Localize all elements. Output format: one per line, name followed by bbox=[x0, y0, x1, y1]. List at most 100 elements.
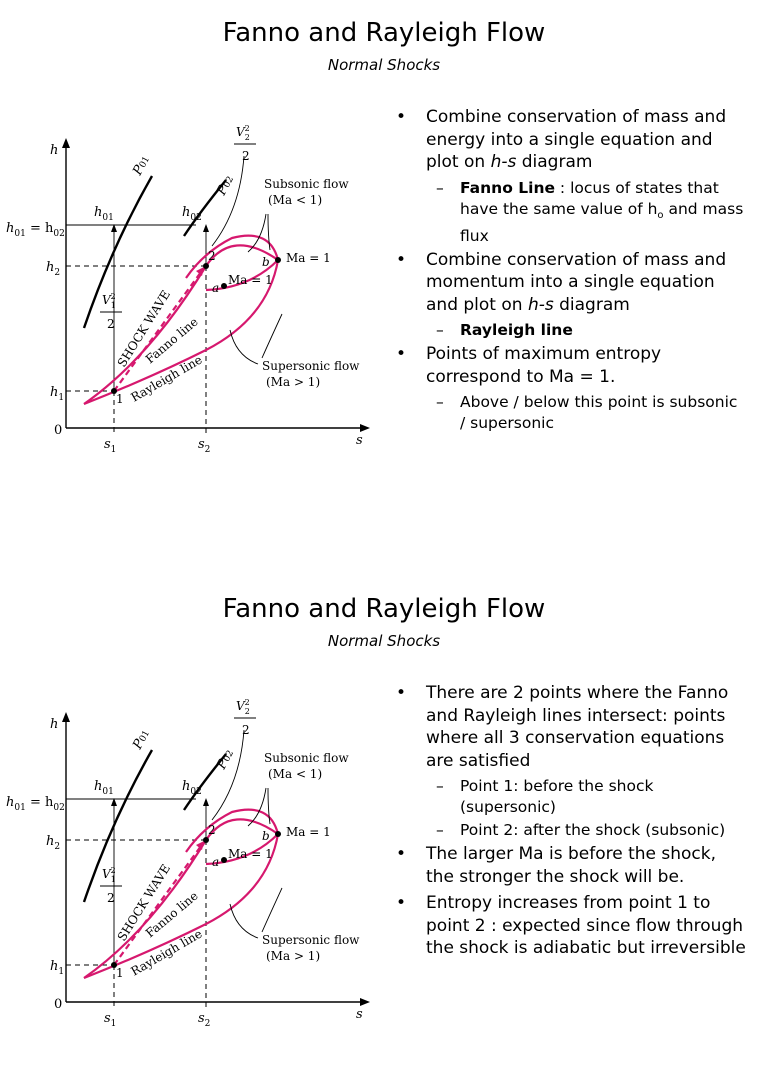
point-1-label: 1 bbox=[116, 392, 124, 406]
point-a-label: a bbox=[212, 281, 219, 295]
subsonic-flow-label: Subsonic flow bbox=[264, 751, 349, 765]
rayleigh-line-label: Rayleigh line bbox=[129, 353, 205, 405]
h1-label: h1 bbox=[50, 959, 64, 977]
ma1-label-a: Ma = 1 bbox=[228, 847, 273, 861]
slide-title: Fanno and Rayleigh Flow bbox=[222, 594, 546, 624]
s2-label: s2 bbox=[198, 1011, 210, 1029]
supersonic-flow-label: Supersonic flow bbox=[262, 359, 360, 373]
origin-label: 0 bbox=[54, 423, 62, 438]
subsonic-pointer-2 bbox=[267, 213, 271, 251]
bullet-item: • Combine conservation of mass and energ… bbox=[396, 107, 727, 172]
p01-isobar bbox=[82, 749, 154, 903]
p02-label: P02 bbox=[214, 747, 237, 773]
rayleigh-line-curve bbox=[83, 808, 280, 980]
point-2-dot bbox=[203, 263, 209, 269]
p02-isobar bbox=[183, 179, 227, 237]
ma1-label-a: Ma = 1 bbox=[228, 273, 273, 287]
point-1-label: 1 bbox=[116, 966, 124, 980]
s-axis-label: s bbox=[356, 433, 363, 448]
point-1-dot bbox=[111, 962, 117, 968]
point-a-dot bbox=[221, 283, 227, 289]
dash-icon: – bbox=[436, 178, 444, 197]
h01-label: h01 bbox=[94, 205, 114, 223]
point-2-label: 2 bbox=[208, 823, 216, 837]
point-b-label: b bbox=[262, 829, 270, 843]
p01-isobar bbox=[82, 175, 154, 329]
sub-bullet-item: – Above / below this point is subsonic /… bbox=[436, 393, 738, 433]
s-axis-label: s bbox=[356, 1007, 363, 1022]
bullet-dot-icon: • bbox=[396, 344, 407, 365]
h2-label: h2 bbox=[46, 260, 60, 278]
s1-label: s1 bbox=[104, 1011, 116, 1029]
h1-label: h1 bbox=[50, 385, 64, 403]
subsonic-pointer-1 bbox=[247, 213, 267, 253]
v2-denominator: 2 bbox=[242, 149, 250, 163]
supersonic-pointer-2 bbox=[261, 887, 283, 933]
v2-denominator: 2 bbox=[242, 723, 250, 737]
sub-bullet-item: – Rayleigh line bbox=[436, 321, 573, 340]
fanno-line-curve bbox=[83, 818, 280, 979]
origin-label: 0 bbox=[54, 997, 62, 1012]
s1-label: s1 bbox=[104, 437, 116, 455]
point-b-label: b bbox=[262, 255, 270, 269]
ma1-label-b: Ma = 1 bbox=[286, 251, 331, 265]
h-axis-label: h bbox=[50, 717, 58, 732]
subsonic-flow-label: Subsonic flow bbox=[264, 177, 349, 191]
h-axis-label: h bbox=[50, 143, 58, 158]
dash-icon: – bbox=[436, 777, 444, 795]
subsonic-ma-label: (Ma < 1) bbox=[268, 193, 322, 207]
bullet-dot-icon: • bbox=[396, 844, 407, 864]
point-a-label: a bbox=[212, 855, 219, 869]
subsonic-pointer-1 bbox=[247, 787, 267, 827]
supersonic-ma-label: (Ma > 1) bbox=[266, 375, 320, 389]
v2-pointer-line bbox=[211, 155, 245, 247]
bullet-item: • The larger Ma is before the shock, the… bbox=[396, 844, 717, 887]
point-1-dot bbox=[111, 388, 117, 394]
dash-icon: – bbox=[436, 393, 444, 412]
slide-1: Fanno and Rayleigh Flow Normal Shocks h s… bbox=[0, 0, 768, 512]
bullet-dot-icon: • bbox=[396, 893, 407, 913]
point-2-label: 2 bbox=[208, 249, 216, 263]
shock-arrow-icon bbox=[196, 267, 204, 276]
sub-bullet-item: – Fanno Line : locus of states that have… bbox=[436, 178, 744, 245]
v1-arrow-icon bbox=[111, 798, 117, 806]
bullet-dot-icon: • bbox=[396, 683, 407, 703]
s-axis-arrow-icon bbox=[360, 998, 370, 1006]
slide-title: Fanno and Rayleigh Flow bbox=[222, 18, 546, 48]
s2-label: s2 bbox=[198, 437, 210, 455]
rayleigh-line-label: Rayleigh line bbox=[129, 927, 205, 979]
point-2-dot bbox=[203, 837, 209, 843]
bullet-item: • Points of maximum entropy correspond t… bbox=[396, 344, 662, 387]
subsonic-pointer-2 bbox=[267, 787, 271, 825]
shock-wave-line bbox=[113, 271, 202, 392]
v1-denominator: 2 bbox=[107, 891, 115, 905]
v2-arrow-icon bbox=[203, 798, 209, 806]
v1-arrow-icon bbox=[111, 224, 117, 232]
shock-arrow-icon bbox=[196, 841, 204, 850]
bullet-list: • There are 2 points where the Fanno and… bbox=[396, 682, 746, 964]
p01-label: P01 bbox=[130, 153, 153, 179]
supersonic-ma-label: (Ma > 1) bbox=[266, 949, 320, 963]
h02-label: h02 bbox=[182, 205, 202, 223]
bullet-list: • Combine conservation of mass and energ… bbox=[396, 106, 746, 436]
dash-icon: – bbox=[436, 821, 444, 839]
h2-label: h2 bbox=[46, 834, 60, 852]
p01-label: P01 bbox=[130, 727, 153, 753]
bullet-item: • Entropy increases from point 1 to poin… bbox=[396, 893, 746, 958]
shock-wave-line bbox=[113, 845, 202, 966]
fanno-line-curve bbox=[83, 244, 280, 405]
slide-subtitle: Normal Shocks bbox=[327, 56, 441, 74]
bullet-dot-icon: • bbox=[396, 249, 407, 270]
dash-icon: – bbox=[436, 321, 444, 340]
v2-pointer-line bbox=[211, 729, 245, 821]
point-b-dot bbox=[275, 257, 281, 263]
sub-bullet-item: – Point 1: before the shock (supersonic) bbox=[436, 777, 654, 816]
h01-label: h01 bbox=[94, 779, 114, 797]
